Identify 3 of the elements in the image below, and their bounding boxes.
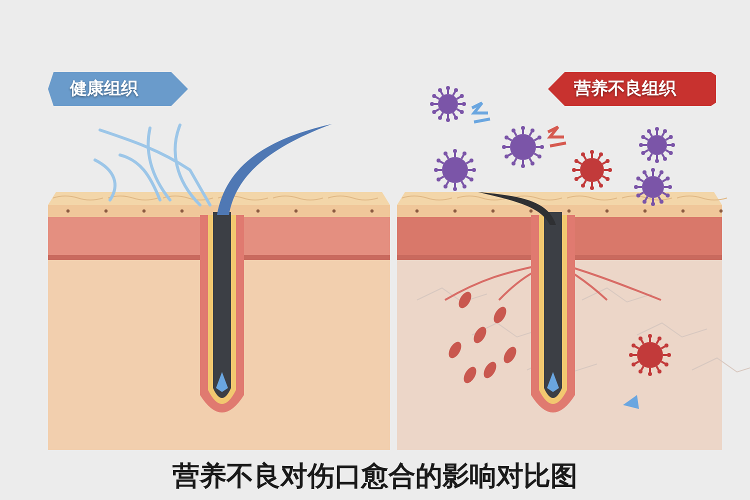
- tag-banner: 营养不良组织: [548, 72, 716, 106]
- title: 营养不良对伤口愈合的影响对比图: [172, 461, 578, 492]
- tag-banner: 健康组织: [48, 72, 188, 106]
